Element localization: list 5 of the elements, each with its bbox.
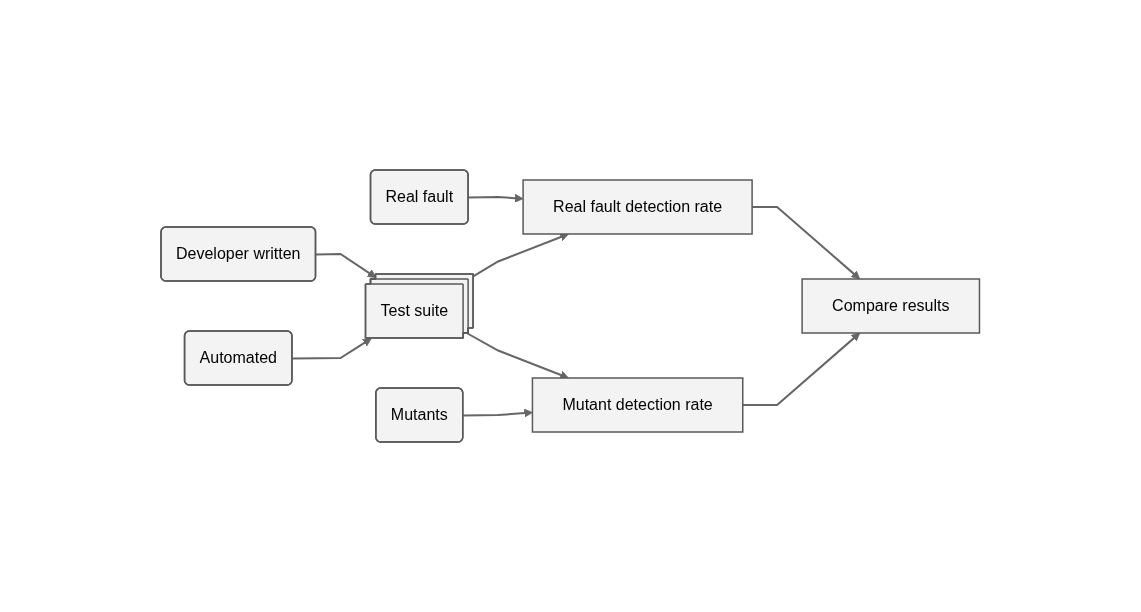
arrow — [466, 332, 570, 380]
arrow — [315, 253, 377, 278]
node-box: Mutant detection rate — [531, 377, 744, 433]
node-box: Real fault detection rate — [522, 179, 754, 235]
node-box: Compare results — [801, 278, 981, 334]
